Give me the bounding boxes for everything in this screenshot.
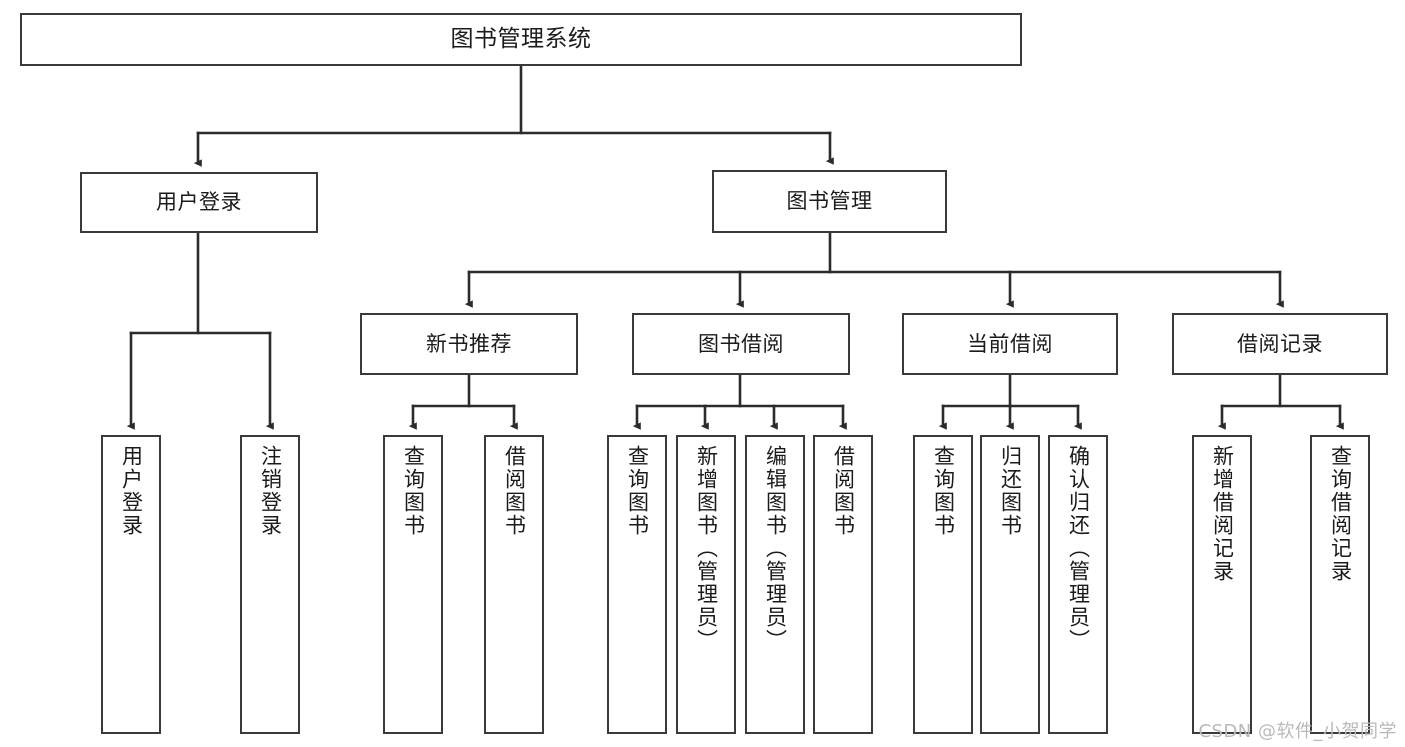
leaf-query-book-current[interactable]: 查询图书: [913, 435, 973, 734]
watermark-text: CSDN @软件_小贺同学: [1198, 721, 1397, 742]
node-current-borrow[interactable]: 当前借阅: [902, 313, 1118, 375]
node-label: 借阅记录: [1237, 331, 1323, 356]
node-label: 用户登录: [119, 445, 144, 537]
node-label: 图书管理系统: [450, 25, 592, 52]
node-label: 查询图书: [401, 445, 426, 537]
leaf-borrow-book-new-rec[interactable]: 借阅图书: [484, 435, 544, 734]
node-root-system[interactable]: 图书管理系统: [20, 13, 1022, 66]
leaf-user-login[interactable]: 用户登录: [101, 435, 161, 734]
leaf-user-logout[interactable]: 注销登录: [240, 435, 300, 734]
node-label: 新增图书（管理员）: [694, 445, 719, 652]
node-label: 当前借阅: [967, 331, 1053, 356]
node-new-book-rec[interactable]: 新书推荐: [360, 313, 578, 375]
leaf-query-book-borrow[interactable]: 查询图书: [607, 435, 667, 734]
node-label: 借阅图书: [502, 445, 527, 537]
node-borrow-record[interactable]: 借阅记录: [1172, 313, 1388, 375]
node-book-manage[interactable]: 图书管理: [712, 170, 947, 233]
node-label: 查询图书: [931, 445, 956, 537]
node-label: 确认归还（管理员）: [1066, 445, 1091, 652]
node-label: 图书借阅: [698, 331, 784, 356]
node-label: 查询借阅记录: [1328, 445, 1353, 583]
node-label: 归还图书: [998, 445, 1023, 537]
leaf-query-borrow-record[interactable]: 查询借阅记录: [1310, 435, 1370, 734]
node-user-login[interactable]: 用户登录: [80, 172, 318, 233]
leaf-query-book-new-rec[interactable]: 查询图书: [383, 435, 443, 734]
node-label: 查询图书: [625, 445, 650, 537]
leaf-edit-book-admin[interactable]: 编辑图书（管理员）: [745, 435, 805, 734]
node-label: 新增借阅记录: [1210, 445, 1235, 583]
node-label: 借阅图书: [831, 445, 856, 537]
leaf-confirm-return-admin[interactable]: 确认归还（管理员）: [1048, 435, 1108, 734]
node-label: 用户登录: [156, 190, 242, 215]
leaf-borrow-book-borrow[interactable]: 借阅图书: [813, 435, 873, 734]
node-label: 编辑图书（管理员）: [763, 445, 788, 652]
node-label: 新书推荐: [426, 331, 512, 356]
leaf-add-borrow-record[interactable]: 新增借阅记录: [1192, 435, 1252, 734]
leaf-return-book[interactable]: 归还图书: [980, 435, 1040, 734]
node-label: 图书管理: [786, 189, 873, 214]
leaf-add-book-admin[interactable]: 新增图书（管理员）: [676, 435, 736, 734]
node-label: 注销登录: [258, 445, 283, 537]
node-book-borrow[interactable]: 图书借阅: [632, 313, 850, 375]
